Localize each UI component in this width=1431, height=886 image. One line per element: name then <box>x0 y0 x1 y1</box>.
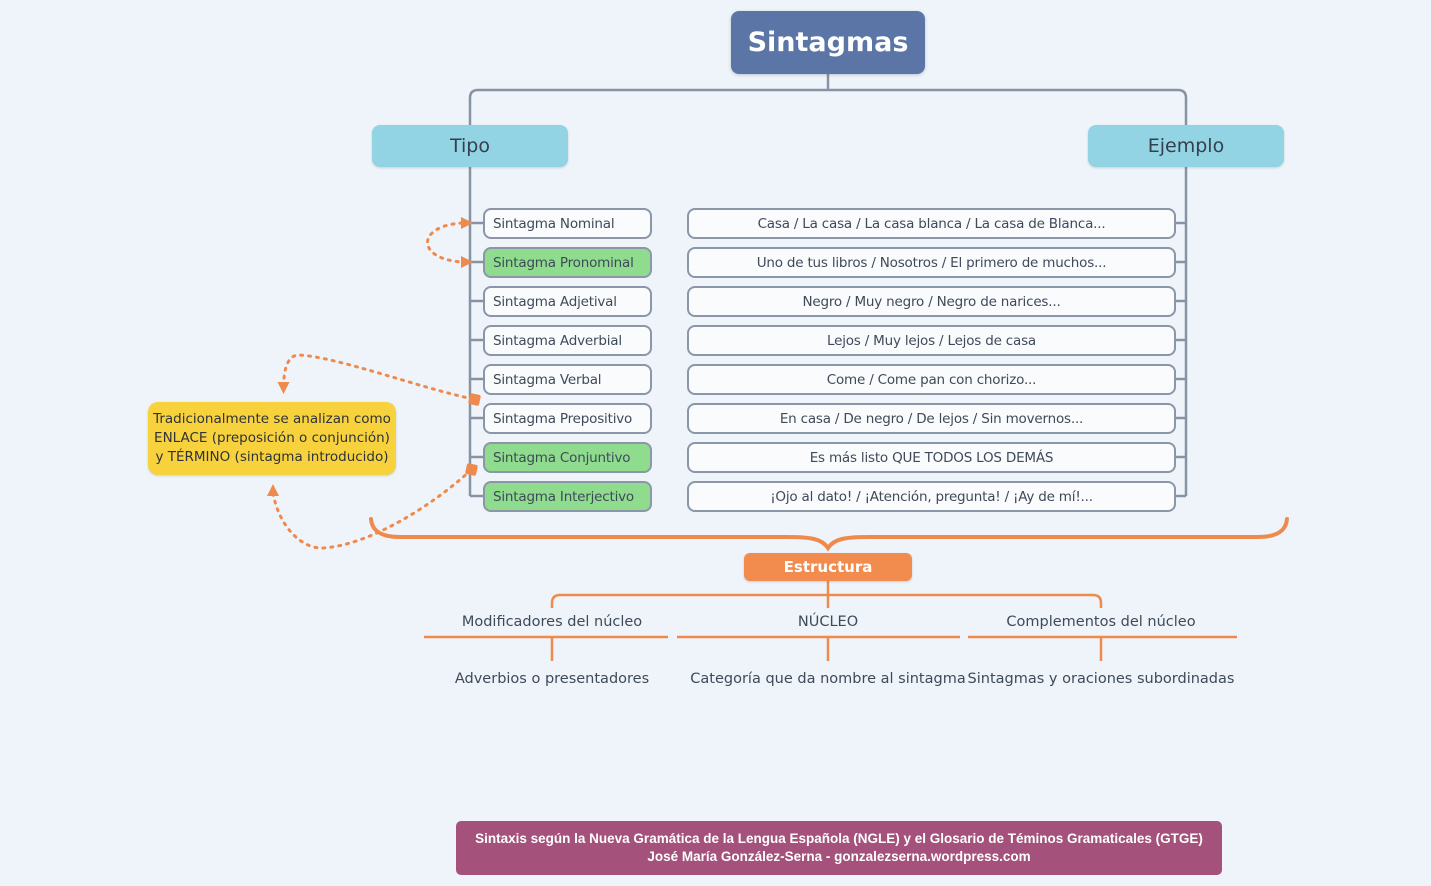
branch-label: NÚCLEO <box>797 614 859 630</box>
type-node-pronominal[interactable]: Sintagma Pronominal <box>483 247 652 278</box>
type-label: Sintagma Nominal <box>493 215 615 232</box>
note-line-1: Tradicionalmente se analizan como <box>153 411 391 427</box>
note-to-prepositivo-curve <box>282 353 475 401</box>
type-label: Sintagma Verbal <box>493 371 602 388</box>
type-node-verbal[interactable]: Sintagma Verbal <box>483 364 652 395</box>
dotted-arrows <box>271 221 475 550</box>
branch-description: Sintagmas y oraciones subordinadas <box>967 671 1235 687</box>
note-to-conjuntivo-curve <box>271 468 473 550</box>
type-label: Sintagma Prepositivo <box>493 410 633 427</box>
root-title: Sintagmas <box>747 27 909 58</box>
branch-label-nucleo: NÚCLEO <box>703 612 953 632</box>
credit-line-2: José María González-Serna - gonzalezsern… <box>647 849 1031 864</box>
example-node-prepositivo[interactable]: En casa / De negro / De lejos / Sin move… <box>687 403 1176 434</box>
type-label: Sintagma Interjectivo <box>493 488 634 505</box>
branch-description: Categoría que da nombre al sintagma <box>690 671 966 687</box>
nominal-pronominal-link-arc <box>426 221 464 264</box>
type-node-adverbial[interactable]: Sintagma Adverbial <box>483 325 652 356</box>
note-line-2: ENLACE (preposición o conjunción) <box>154 430 390 446</box>
arrowhead-down <box>277 382 290 394</box>
example-node-interjectivo[interactable]: ¡Ojo al dato! / ¡Atención, pregunta! / ¡… <box>687 481 1176 512</box>
example-node-verbal[interactable]: Come / Come pan con chorizo... <box>687 364 1176 395</box>
branch-label-complementos: Complementos del núcleo <box>981 612 1221 632</box>
root-node-sintagmas[interactable]: Sintagmas <box>731 11 925 74</box>
example-node-nominal[interactable]: Casa / La casa / La casa blanca / La cas… <box>687 208 1176 239</box>
type-label: Sintagma Conjuntivo <box>493 449 631 466</box>
column-header-ejemplo[interactable]: Ejemplo <box>1088 125 1284 167</box>
brace <box>369 517 1289 552</box>
example-label: Es más listo QUE TODOS LOS DEMÁS <box>809 449 1054 466</box>
branch-desc-complementos: Sintagmas y oraciones subordinadas <box>951 669 1251 689</box>
link-square-marker-2 <box>465 463 478 476</box>
example-label: ¡Ojo al dato! / ¡Atención, pregunta! / ¡… <box>770 488 1093 505</box>
type-label: Sintagma Pronominal <box>493 254 634 271</box>
example-node-adjetival[interactable]: Negro / Muy negro / Negro de narices... <box>687 286 1176 317</box>
type-node-adjetival[interactable]: Sintagma Adjetival <box>483 286 652 317</box>
type-label: Sintagma Adverbial <box>493 332 622 349</box>
arrowhead-right-bottom <box>461 256 473 268</box>
example-label: Come / Come pan con chorizo... <box>826 371 1037 388</box>
branch-desc-modificadores: Adverbios o presentadores <box>412 669 692 689</box>
example-label: En casa / De negro / De lejos / Sin move… <box>779 410 1084 427</box>
structure-tree <box>424 581 1237 661</box>
example-label: Lejos / Muy lejos / Lejos de casa <box>827 332 1036 349</box>
link-square-marker-1 <box>468 393 481 406</box>
note-line-3: y TÉRMINO (sintagma introducido) <box>155 449 389 465</box>
example-node-pronominal[interactable]: Uno de tus libros / Nosotros / El primer… <box>687 247 1176 278</box>
annotation-note[interactable]: Tradicionalmente se analizan como ENLACE… <box>148 402 396 475</box>
ejemplo-label: Ejemplo <box>1147 135 1225 157</box>
example-label: Casa / La casa / La casa blanca / La cas… <box>757 215 1106 232</box>
type-node-interjectivo[interactable]: Sintagma Interjectivo <box>483 481 652 512</box>
tipo-label: Tipo <box>450 135 490 157</box>
type-node-prepositivo[interactable]: Sintagma Prepositivo <box>483 403 652 434</box>
branch-label: Complementos del núcleo <box>1006 614 1196 630</box>
credit-line-1: Sintaxis según la Nueva Gramática de la … <box>475 831 1203 846</box>
branch-label: Modificadores del núcleo <box>461 614 643 630</box>
branch-label-modificadores: Modificadores del núcleo <box>432 612 672 632</box>
type-node-nominal[interactable]: Sintagma Nominal <box>483 208 652 239</box>
type-node-conjuntivo[interactable]: Sintagma Conjuntivo <box>483 442 652 473</box>
example-label: Negro / Muy negro / Negro de narices... <box>802 293 1061 310</box>
example-node-conjuntivo[interactable]: Es más listo QUE TODOS LOS DEMÁS <box>687 442 1176 473</box>
branch-description: Adverbios o presentadores <box>454 671 650 687</box>
arrowhead-right-top <box>461 217 473 229</box>
type-label: Sintagma Adjetival <box>493 293 617 310</box>
example-node-adverbial[interactable]: Lejos / Muy lejos / Lejos de casa <box>687 325 1176 356</box>
branch-desc-nucleo: Categoría que da nombre al sintagma <box>668 669 988 689</box>
credit-bar: Sintaxis según la Nueva Gramática de la … <box>456 821 1222 875</box>
arrowheads-and-markers <box>267 217 481 496</box>
arrowhead-up <box>267 484 279 496</box>
estructura-label: Estructura <box>783 558 873 576</box>
estructura-node[interactable]: Estructura <box>744 553 912 581</box>
column-header-tipo[interactable]: Tipo <box>372 125 568 167</box>
example-label: Uno de tus libros / Nosotros / El primer… <box>756 254 1107 271</box>
